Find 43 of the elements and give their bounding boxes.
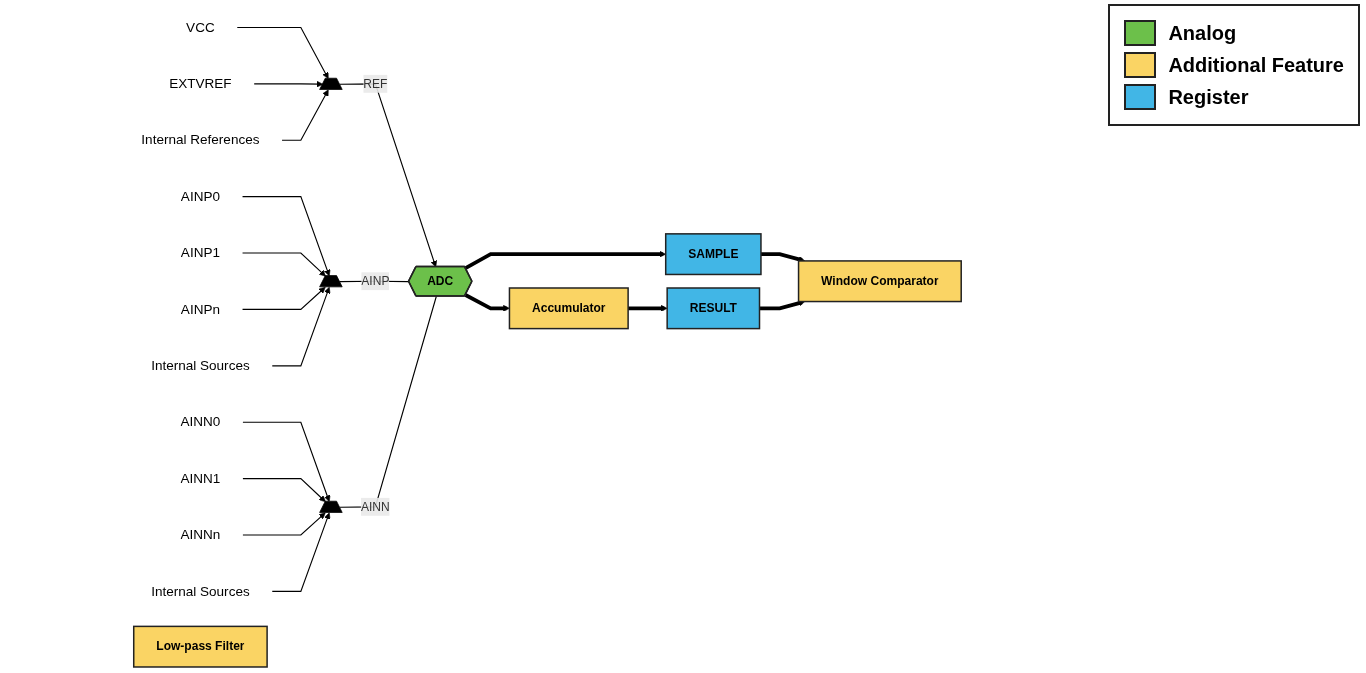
- arrow: [241, 196, 331, 277]
- node-box: Window Comparator: [797, 260, 962, 303]
- node-text: AINN1: [180, 470, 221, 486]
- arrow: [242, 421, 331, 502]
- node-trapezoid: [319, 275, 343, 288]
- edge-label: AINN: [360, 500, 390, 513]
- arrow: [628, 305, 668, 312]
- arrow: [464, 250, 666, 270]
- edge-label: AINP: [361, 274, 390, 288]
- arrow: [236, 26, 329, 79]
- legend-text: Analog: [1168, 21, 1237, 45]
- arrow: [241, 252, 326, 277]
- node-text: AINNn: [180, 527, 221, 543]
- node-text: AINP1: [180, 245, 220, 261]
- arrow: [759, 299, 806, 311]
- node-text: AINPn: [180, 301, 220, 317]
- node-text: VCC: [186, 19, 215, 35]
- arrow: [271, 286, 331, 367]
- arrow: [253, 80, 324, 88]
- node-text: EXTVREF: [169, 75, 232, 91]
- arrow: [281, 89, 329, 141]
- node-text: Internal Sources: [151, 583, 250, 599]
- node-box: RESULT: [666, 287, 761, 330]
- edge-label: REF: [363, 77, 388, 90]
- legend-text: Register: [1168, 85, 1249, 109]
- node-box: Low-pass Filter: [133, 625, 268, 668]
- node-text: Internal Sources: [151, 357, 250, 373]
- node-box: Accumulator: [508, 287, 629, 330]
- connector: [339, 295, 437, 508]
- node-trapezoid: [319, 77, 343, 90]
- arrow: [760, 252, 806, 263]
- node-trapezoid: [319, 500, 343, 513]
- node-text: AINP0: [180, 188, 220, 204]
- node-box: SAMPLE: [664, 233, 762, 276]
- node-text: AINN0: [180, 414, 221, 430]
- legend-text: Additional Feature: [1168, 53, 1344, 77]
- arrow: [242, 478, 326, 503]
- node-text: Internal References: [141, 132, 260, 148]
- arrow: [339, 83, 438, 268]
- arrow: [271, 512, 331, 592]
- arrow: [242, 512, 326, 536]
- arrow: [241, 286, 326, 310]
- arrow: [464, 293, 510, 312]
